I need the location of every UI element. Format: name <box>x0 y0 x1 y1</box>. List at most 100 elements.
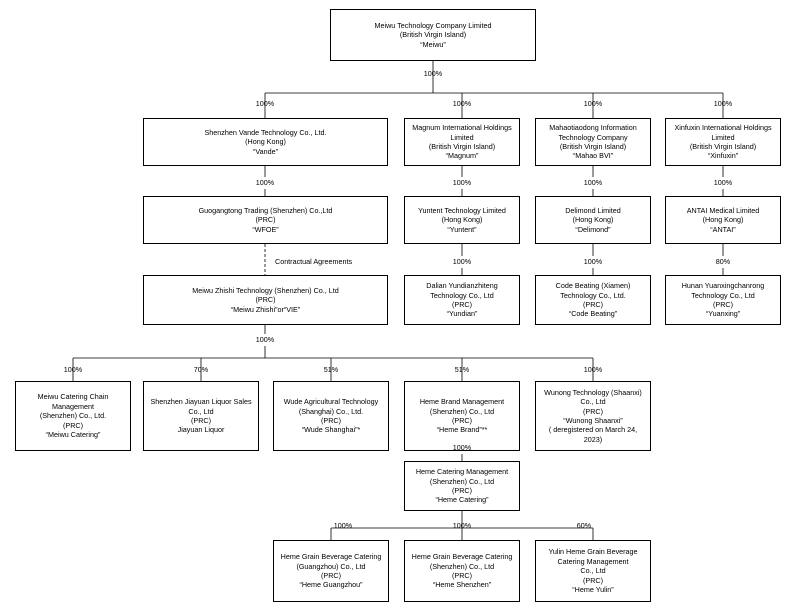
entity-line: “WFOE” <box>252 224 279 234</box>
entity-heme-guangzhou: Heme Grain Beverage Catering(Guangzhou) … <box>273 540 389 602</box>
pct-heme-guangzhou: 100% <box>333 521 353 530</box>
entity-line: Limited <box>450 132 474 142</box>
entity-line: (British Virgin Island) <box>399 30 467 40</box>
entity-line: Technology Co., Ltd <box>430 290 494 300</box>
entity-line: Jiayuan Liquor <box>177 425 225 435</box>
entity-line: “Meiwu Catering” <box>45 430 101 440</box>
entity-vie: Meiwu Zhishi Technology (Shenzhen) Co., … <box>143 275 388 325</box>
entity-line: Wunong Technology (Shaanxi) <box>544 387 642 397</box>
entity-heme-brand: Heme Brand Management(Shenzhen) Co., Ltd… <box>404 381 520 451</box>
entity-line: (PRC) <box>321 416 341 425</box>
entity-line: Heme Catering Management <box>415 467 509 477</box>
entity-line: Wude Agricultural Technology <box>283 397 379 407</box>
entity-line: Xinfuxin International Holdings <box>674 123 772 133</box>
pct-antai: 100% <box>713 178 733 187</box>
entity-heme-shenzhen: Heme Grain Beverage Catering(Shenzhen) C… <box>404 540 520 602</box>
entity-line: Dalian Yundianzhiteng <box>426 281 498 291</box>
entity-line: (Shenzhen) Co., Ltd <box>429 406 495 416</box>
entity-line: Delimond Limited <box>565 205 621 215</box>
entity-line: (PRC) <box>452 486 472 495</box>
entity-wfoe: Guogangtong Trading (Shenzhen) Co.,Ltd(P… <box>143 196 388 244</box>
entity-line: Meiwu Technology Company Limited <box>374 20 492 30</box>
pct-wfoe: 100% <box>255 178 275 187</box>
entity-line: Technology Co., Ltd <box>691 290 755 300</box>
entity-vande: Shenzhen Vande Technology Co., Ltd.(Hong… <box>143 118 388 166</box>
pct-heme-brand: 51% <box>454 365 470 374</box>
entity-line: Hunan Yuanxingchanrong <box>681 281 765 291</box>
entity-line: (Hong Kong) <box>441 215 483 225</box>
entity-line: “ANTAI” <box>710 224 736 234</box>
pct-vie: 100% <box>255 335 275 344</box>
entity-heme-catering: Heme Catering Management(Shenzhen) Co., … <box>404 461 520 511</box>
pct-delimond: 100% <box>583 178 603 187</box>
entity-line: Co., Ltd <box>580 397 606 407</box>
entity-line: (British Virgin Island) <box>689 142 757 151</box>
entity-line: (PRC) <box>63 420 83 430</box>
entity-line: (Shenzhen) Co., Ltd. <box>39 411 107 421</box>
pct-heme-catering: 100% <box>452 443 472 452</box>
entity-line: (PRC) <box>321 571 341 580</box>
entity-line: “Yuanxing” <box>705 309 741 319</box>
entity-line: (PRC) <box>255 215 276 225</box>
entity-line: (PRC) <box>713 300 733 309</box>
entity-line: “Heme Guangzhou” <box>299 580 363 590</box>
entity-wunong-shaanxi: Wunong Technology (Shaanxi)Co., Ltd(PRC)… <box>535 381 651 451</box>
entity-line: “Wunong Shaanxi” <box>563 416 623 425</box>
entity-line: (Guangzhou) Co., Ltd <box>296 561 366 571</box>
entity-meiwu: Meiwu Technology Company Limited(British… <box>330 9 536 61</box>
entity-code-beating: Code Beating (Xiamen)Technology Co., Ltd… <box>535 275 651 325</box>
pct-jiayuan: 70% <box>193 365 209 374</box>
entity-antai: ANTAI Medical Limited(Hong Kong)“ANTAI” <box>665 196 781 244</box>
entity-line: Guogangtong Trading (Shenzhen) Co.,Ltd <box>198 205 333 215</box>
entity-line: (PRC) <box>452 300 472 309</box>
entity-line: ANTAI Medical Limited <box>686 205 760 215</box>
pct-vande: 100% <box>255 99 275 108</box>
entity-line: Meiwu Catering Chain <box>37 392 109 402</box>
entity-line: Heme Brand Management <box>419 397 505 407</box>
entity-line: Management <box>52 401 94 411</box>
entity-line: Meiwu Zhishi Technology (Shenzhen) Co., … <box>192 285 339 295</box>
entity-line: “Heme Shenzhen” <box>432 580 492 590</box>
entity-line: “Magnum” <box>445 151 479 161</box>
pct-yuanxing: 80% <box>715 257 731 266</box>
entity-line: (PRC) <box>583 300 603 309</box>
entity-wude-shanghai: Wude Agricultural Technology(Shanghai) C… <box>273 381 389 451</box>
pct-wunong: 100% <box>583 365 603 374</box>
pct-yuntent: 100% <box>452 178 472 187</box>
entity-line: Shenzhen Jiayuan Liquor Sales <box>150 397 252 407</box>
entity-line: “Heme Brand”** <box>436 425 488 435</box>
pct-meiwu: 100% <box>423 69 443 78</box>
pct-heme-shenzhen: 100% <box>452 521 472 530</box>
entity-line: (Shanghai) Co., Ltd. <box>298 406 364 416</box>
pct-xinfuxin: 100% <box>713 99 733 108</box>
entity-line: ( deregistered on March 24, <box>548 425 638 435</box>
entity-line: (Hong Kong) <box>572 215 614 225</box>
entity-line: Co., Ltd <box>580 566 606 576</box>
entity-line: (PRC) <box>452 416 472 425</box>
entity-line: “Yuntent” <box>447 224 477 234</box>
entity-line: “Xinfuxin” <box>707 151 739 161</box>
entity-line: Technology Co., Ltd. <box>560 290 626 300</box>
entity-line: (Hong Kong) <box>702 215 744 225</box>
entity-line: “Vande” <box>252 146 279 156</box>
entity-line: Limited <box>711 132 735 142</box>
entity-line: (PRC) <box>452 571 472 580</box>
entity-delimond: Delimond Limited(Hong Kong)“Delimond” <box>535 196 651 244</box>
entity-line: “Yundian” <box>446 309 478 319</box>
entity-line: “Wude Shanghai”* <box>301 425 361 435</box>
entity-line: “Code Beating” <box>568 309 618 319</box>
entity-line: (PRC) <box>583 575 603 585</box>
entity-line: Heme Grain Beverage Catering <box>411 552 513 562</box>
entity-line: Yuntent Technology Limited <box>418 205 506 215</box>
entity-line: “Meiwu Zhishi”or“VIE” <box>230 304 301 314</box>
entity-line: Shenzhen Vande Technology Co., Ltd. <box>204 127 327 137</box>
entity-line: “Meiwu” <box>420 39 446 49</box>
entity-line: (Shenzhen) Co., Ltd <box>429 561 495 571</box>
entity-line: Code Beating (Xiamen) <box>555 281 631 291</box>
